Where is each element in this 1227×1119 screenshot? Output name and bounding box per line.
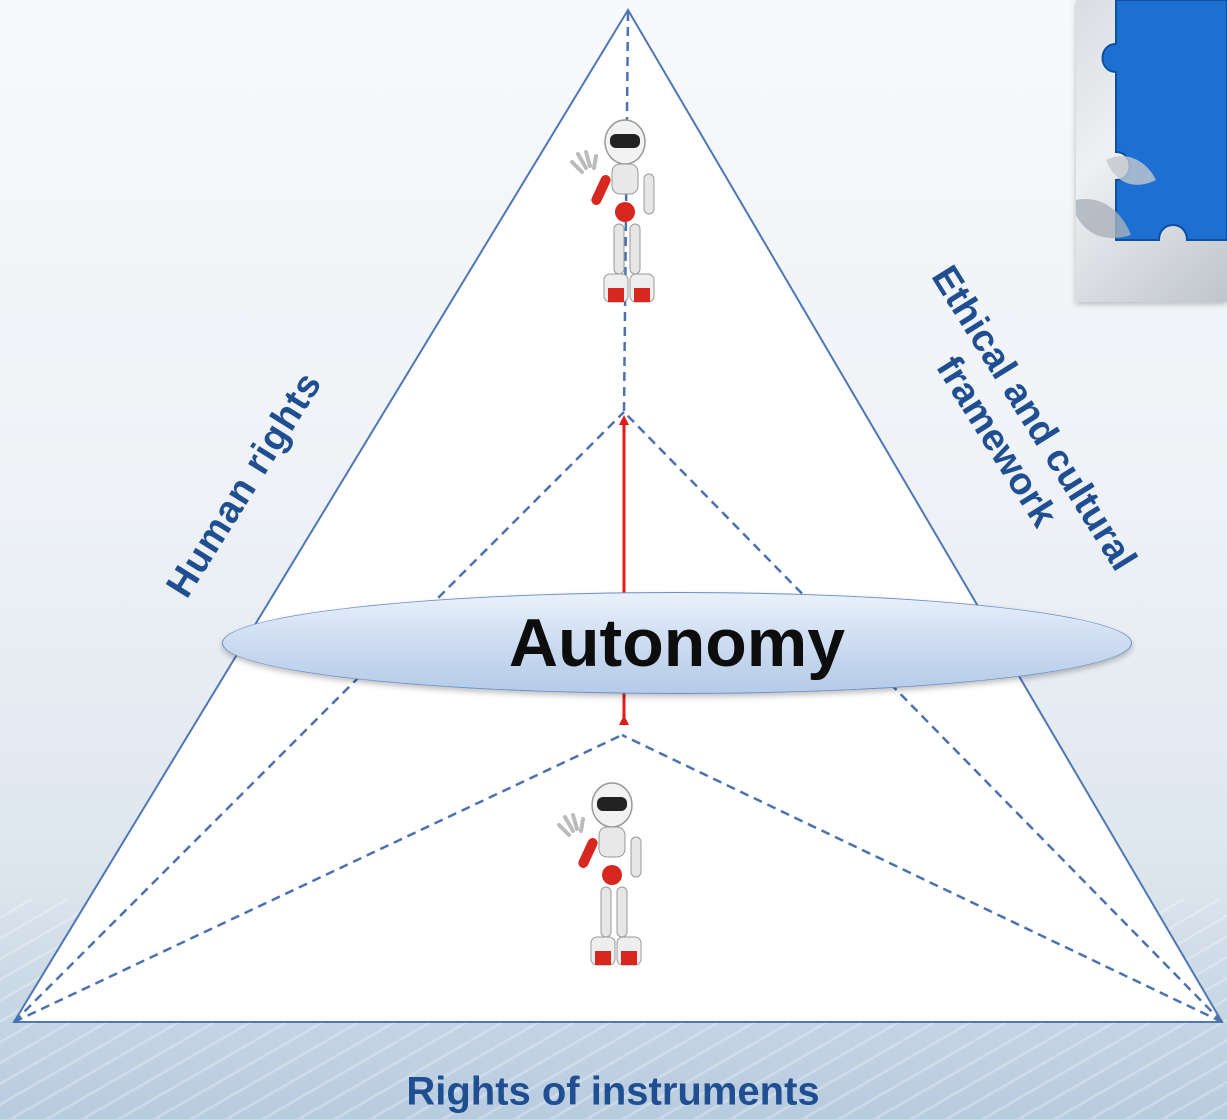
autonomy-ellipse: Autonomy (222, 592, 1132, 694)
autonomy-label: Autonomy (508, 605, 846, 681)
rights-of-instruments-label: Rights of instruments (406, 1069, 820, 1114)
puzzle-image (1076, 0, 1227, 302)
dashed-upper-left-line (13, 411, 625, 1023)
dashed-lower-right-line (621, 733, 1223, 1024)
robot-icon (557, 782, 642, 966)
dashed-upper-right-line (623, 411, 1223, 1023)
outer-triangle (12, 8, 1224, 1023)
dashed-lower-left-line (13, 733, 623, 1024)
robot-icon (570, 119, 655, 303)
